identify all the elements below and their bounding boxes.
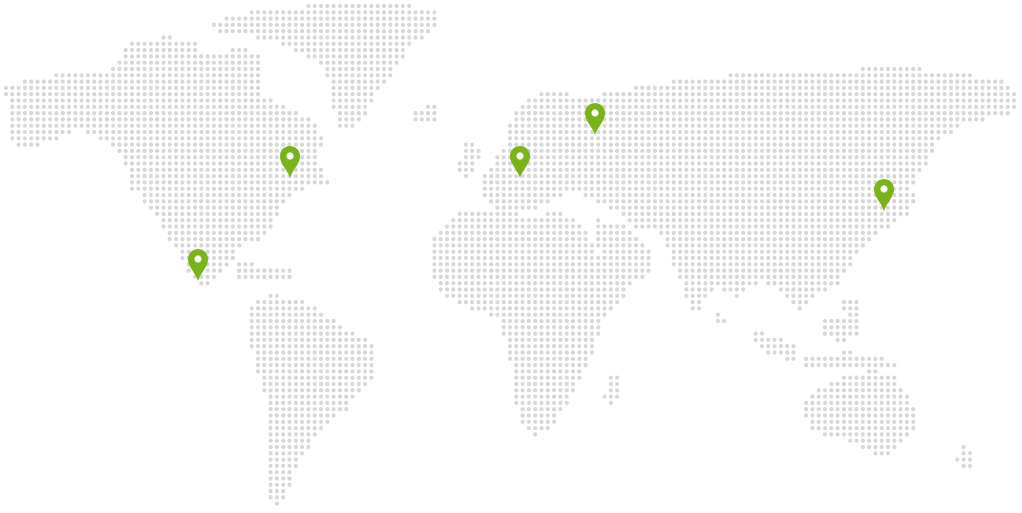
map-pin-icon[interactable] — [280, 146, 300, 178]
location-markers — [188, 103, 894, 281]
map-pin-icon[interactable] — [874, 179, 894, 211]
map-pin-icon[interactable] — [510, 146, 530, 178]
map-pin-icon[interactable] — [188, 249, 208, 281]
land-dots — [3, 3, 1017, 506]
map-pin-icon[interactable] — [585, 103, 605, 135]
